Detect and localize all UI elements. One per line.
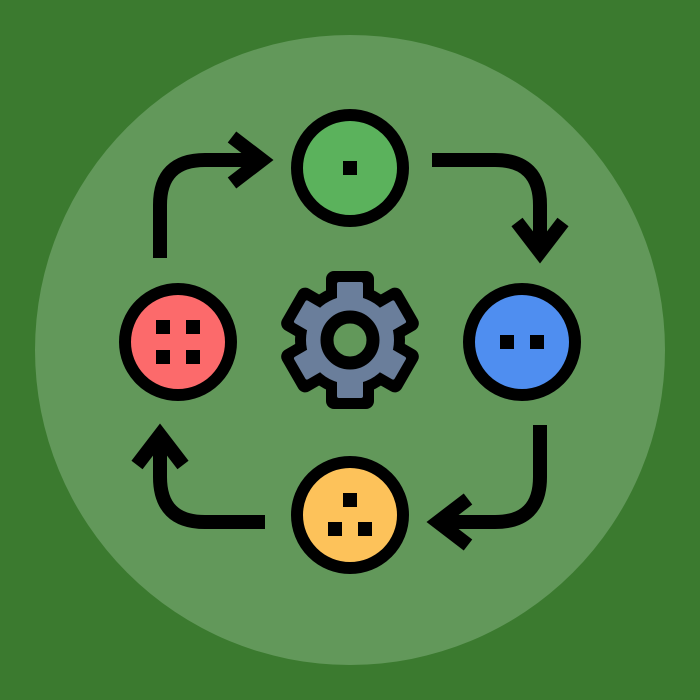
node-bottom-dot (328, 522, 342, 536)
arrow-bottom-right (440, 425, 547, 529)
node-bottom-dot (358, 522, 372, 536)
node-right-dot (500, 335, 514, 349)
arrow-top-left (153, 153, 262, 258)
node-bottom-dot (343, 493, 357, 507)
arrow-head-top-right (511, 217, 569, 264)
arrow-bottom-left (153, 437, 265, 529)
gear-hub (320, 310, 380, 370)
node-top-dot (343, 161, 357, 175)
node-left-dot (156, 320, 170, 334)
node-left-dot (186, 320, 200, 334)
arrow-top-right (432, 153, 547, 250)
node-left-dot (186, 350, 200, 364)
arrow-head-top-left (227, 131, 274, 189)
gear-icon (281, 271, 419, 409)
node-left-dot (156, 350, 170, 364)
arrow-head-bottom-right (426, 493, 473, 551)
arrow-head-bottom-left (131, 423, 189, 470)
node-right (463, 283, 581, 401)
node-right-dot (530, 335, 544, 349)
node-left (119, 283, 237, 401)
node-bottom (291, 456, 409, 574)
